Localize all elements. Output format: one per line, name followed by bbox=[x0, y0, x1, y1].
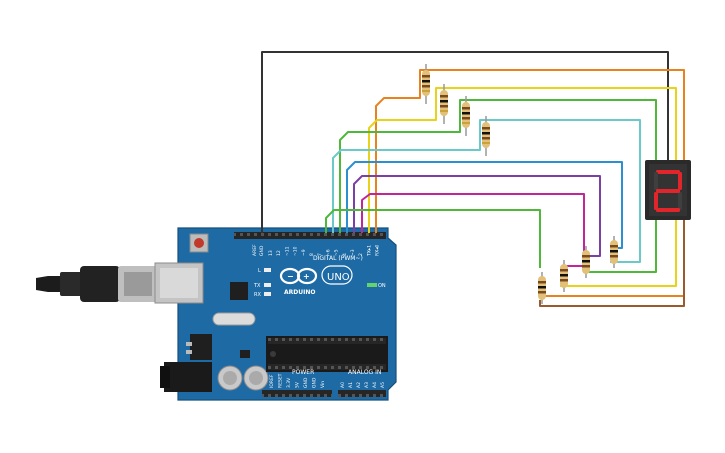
label-on: ON bbox=[378, 283, 386, 289]
resistor[interactable] bbox=[482, 116, 490, 156]
digital-pin-label: RX◂0 bbox=[375, 245, 381, 256]
segment-g bbox=[656, 189, 680, 193]
resistor[interactable] bbox=[610, 236, 618, 268]
digit-segments bbox=[654, 170, 682, 212]
digital-pin-label: ~6 bbox=[325, 249, 331, 256]
power-pin-label: GND bbox=[303, 377, 309, 388]
digital-pin-label: 13 bbox=[268, 250, 274, 256]
power-pin-label: IOREF bbox=[269, 374, 275, 388]
digital-pin-label: 2 bbox=[358, 253, 364, 256]
resistor[interactable] bbox=[560, 260, 568, 292]
atmega-chip bbox=[266, 336, 388, 372]
analog-pin-label: A0 bbox=[340, 382, 346, 388]
led-on bbox=[367, 283, 377, 287]
segment-b bbox=[678, 172, 682, 190]
uno-badge bbox=[321, 265, 353, 285]
digital-label: DIGITAL (PWM~) bbox=[313, 255, 363, 262]
led-tx bbox=[264, 283, 271, 287]
digital-pin-label: TX▸1 bbox=[366, 245, 372, 257]
digital-pin-label: ~10 bbox=[293, 246, 299, 256]
wire-cyan[interactable] bbox=[332, 119, 641, 263]
wire-blue[interactable] bbox=[346, 161, 623, 249]
usb-cable[interactable] bbox=[36, 266, 158, 302]
gnd-top-label: GND bbox=[259, 245, 265, 256]
digital-pin-label: ~3 bbox=[350, 249, 356, 256]
power-pin-label: GND bbox=[312, 377, 318, 388]
analog-pin-label: A1 bbox=[348, 382, 354, 388]
usb-chip bbox=[230, 282, 248, 300]
resistor[interactable] bbox=[582, 246, 590, 278]
uno-label: UNO bbox=[327, 272, 350, 283]
digital-pin-label: 12 bbox=[276, 250, 282, 256]
seven-segment-display[interactable]: 2 bbox=[645, 160, 691, 220]
aref-label: AREF bbox=[252, 244, 258, 256]
digital-pin-label: 8 bbox=[309, 253, 315, 256]
brand-label: ARDUINO bbox=[284, 289, 315, 296]
segment-d bbox=[656, 208, 680, 212]
analog-pin-label: A5 bbox=[380, 382, 386, 388]
label-l: L bbox=[258, 268, 261, 274]
led-l bbox=[264, 268, 271, 272]
wire-magenta[interactable] bbox=[361, 193, 585, 267]
digital-pin-label: ~11 bbox=[284, 246, 290, 256]
wire-green-2[interactable] bbox=[325, 209, 541, 268]
power-label: POWER bbox=[292, 369, 314, 376]
power-pin-label: 3.3V bbox=[286, 377, 292, 388]
svg-text:+: + bbox=[303, 272, 310, 281]
power-pin-label: 5V bbox=[295, 381, 301, 388]
resistor[interactable] bbox=[538, 272, 546, 304]
digital-pin-label: ~9 bbox=[301, 249, 307, 256]
segment-f bbox=[654, 172, 658, 190]
label-rx: RX bbox=[254, 292, 261, 298]
segment-e bbox=[654, 192, 658, 210]
analog-pin-label: A4 bbox=[372, 382, 378, 388]
led-rx bbox=[264, 292, 271, 296]
wire-green-1[interactable] bbox=[339, 99, 657, 273]
digital-pin-label: 4 bbox=[342, 253, 348, 256]
power-jack bbox=[164, 362, 212, 392]
label-tx: TX bbox=[253, 283, 261, 289]
resistor[interactable] bbox=[462, 96, 470, 136]
wire-brown[interactable] bbox=[539, 218, 685, 307]
analog-pin-label: A3 bbox=[364, 382, 370, 388]
segment-c bbox=[678, 192, 682, 210]
wire-black[interactable] bbox=[261, 51, 669, 233]
voltage-regulator bbox=[190, 334, 212, 360]
power-pin-label: Vin bbox=[320, 381, 326, 388]
wire-purple[interactable] bbox=[353, 175, 601, 257]
power-header[interactable] bbox=[262, 390, 332, 397]
segment-a bbox=[656, 170, 680, 174]
digital-pin-label: ~5 bbox=[334, 249, 340, 256]
analog-pin-label: A2 bbox=[356, 382, 362, 388]
analog-header[interactable] bbox=[338, 390, 386, 397]
analog-label: ANALOG IN bbox=[348, 369, 381, 376]
crystal bbox=[212, 312, 256, 326]
arduino-logo: − + bbox=[279, 267, 318, 285]
resistor[interactable] bbox=[440, 84, 448, 124]
digital-header[interactable] bbox=[234, 232, 386, 239]
power-pin-label: RESET bbox=[278, 373, 284, 388]
svg-text:−: − bbox=[287, 272, 294, 281]
wire-yellow[interactable] bbox=[368, 87, 677, 287]
resistor[interactable] bbox=[422, 64, 430, 104]
digital-pin-label: 7 bbox=[317, 253, 323, 256]
